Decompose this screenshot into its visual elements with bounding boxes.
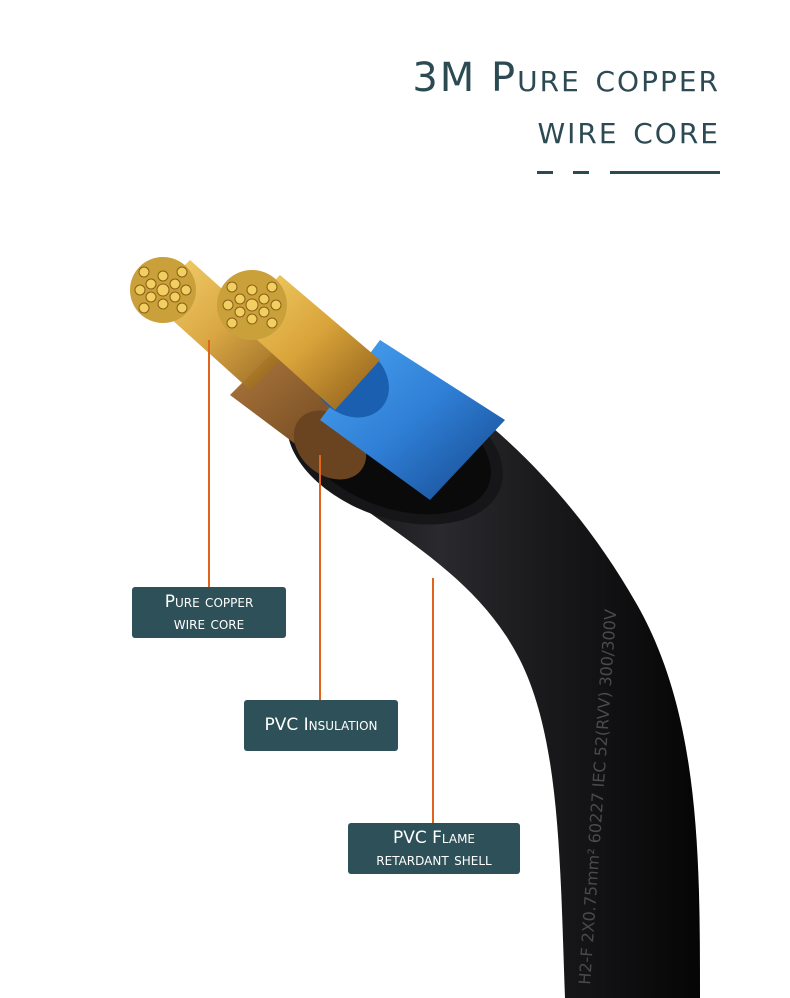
blue-conductor: [217, 270, 505, 500]
callout-pvc-insulation: PVC Insulation: [244, 700, 398, 751]
leader-line-copper: [208, 340, 210, 587]
title-dash-1: [537, 171, 553, 174]
callout-copper-core: Pure copper wire core: [132, 587, 286, 638]
title-line-1: 3M Pure copper: [412, 55, 720, 101]
leader-line-shell: [432, 578, 434, 823]
callout-copper-line1: Pure copper: [164, 592, 254, 612]
callout-shell-line1: PVC Flame: [392, 828, 476, 848]
title-underline: [610, 171, 720, 174]
brown-conductor: [130, 257, 380, 480]
leader-line-insulation: [319, 455, 321, 700]
page-title: 3M Pure copper wire core: [412, 52, 720, 156]
callout-shell-line2: retardant shell: [376, 850, 492, 870]
callout-flame-retardant-shell: PVC Flame retardant shell: [348, 823, 520, 874]
callout-copper-line2: wire core: [173, 614, 245, 634]
callout-insulation-line1: PVC Insulation: [264, 715, 378, 735]
title-line-2: wire core: [537, 107, 720, 153]
title-dash-2: [573, 171, 589, 174]
